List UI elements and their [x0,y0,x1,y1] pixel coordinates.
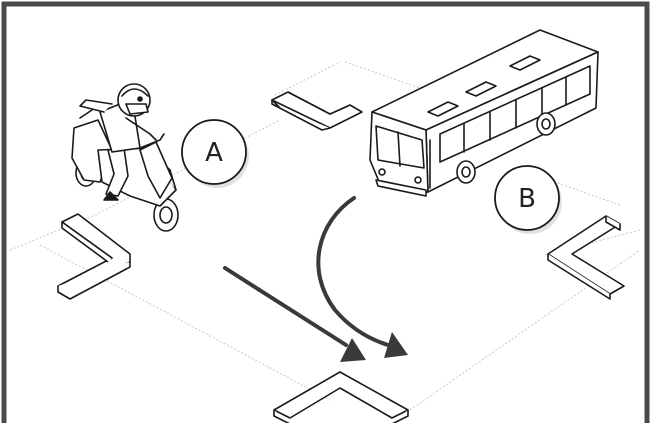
label-b: B [494,165,562,234]
arrow-turn [316,196,408,358]
curb-corner-top [271,91,363,131]
bus-icon [369,29,599,197]
arrow-straight [223,266,366,362]
curb-corner-right [547,215,625,300]
curb-corner-bottom [273,371,409,423]
curb-corner-left [57,213,131,300]
scooter-rider-icon [71,83,179,232]
label-b-text: B [518,184,536,214]
label-a-text: A [205,138,223,168]
label-a: A [181,119,249,188]
